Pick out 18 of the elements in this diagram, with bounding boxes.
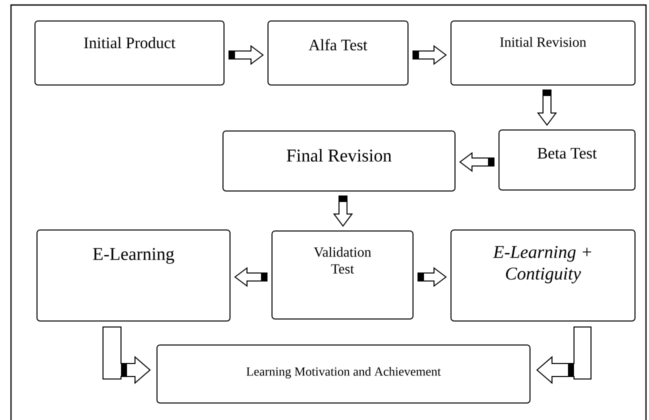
process-box: E-Learning	[36, 230, 230, 322]
process-box: Final Revision	[222, 130, 456, 192]
process-box: Validation Test	[272, 230, 414, 320]
process-box: Alfa Test	[268, 20, 408, 86]
process-box: E-Learning + Contiguity	[450, 230, 636, 322]
block-arrow	[536, 326, 592, 384]
block-arrow	[333, 196, 353, 227]
block-arrow	[537, 90, 557, 126]
process-box: Initial Product	[34, 20, 224, 86]
block-arrow	[459, 152, 494, 172]
block-arrow	[228, 45, 264, 65]
block-arrow	[102, 326, 151, 384]
process-box: Learning Motivation and Achievement	[156, 344, 530, 404]
block-arrow	[234, 267, 268, 287]
block-arrow	[412, 45, 447, 65]
process-box: Beta Test	[498, 130, 636, 190]
block-arrow	[418, 267, 447, 287]
process-box: Initial Revision	[450, 20, 636, 86]
